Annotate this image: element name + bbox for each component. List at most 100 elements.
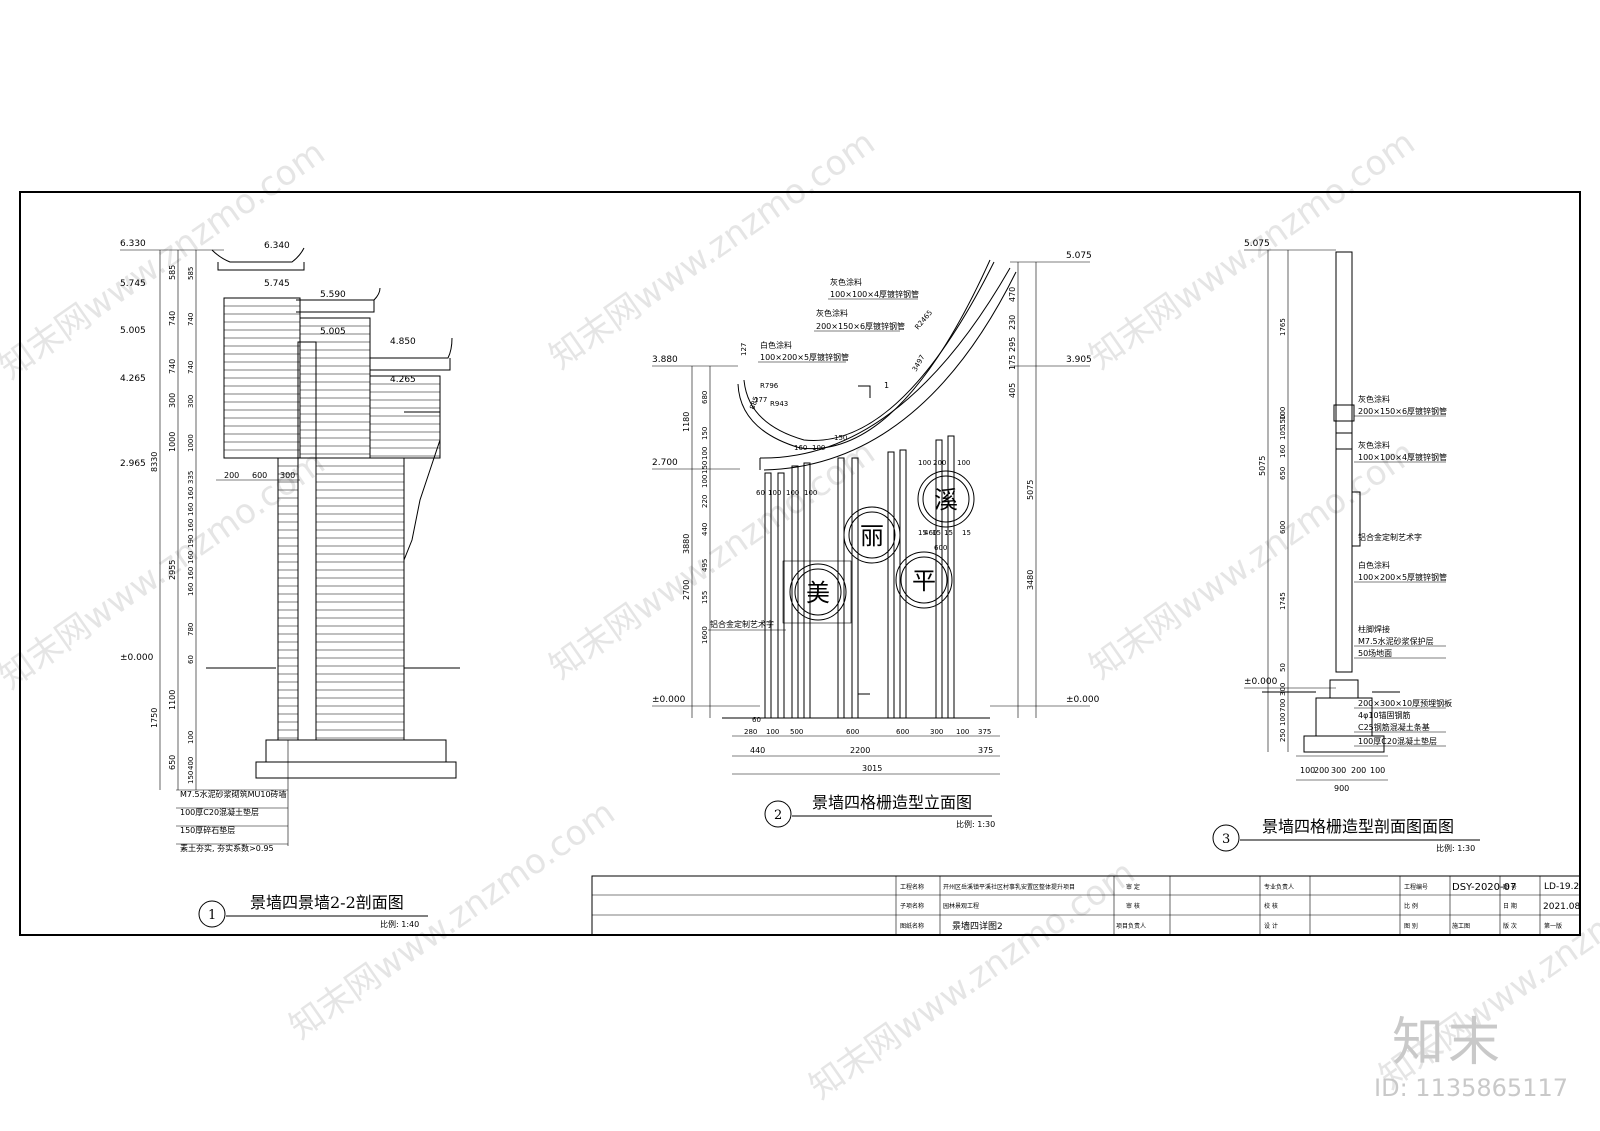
material-label: 灰色涂料	[1358, 394, 1390, 404]
radius-label: R2465	[913, 309, 934, 332]
tb-label: 审 核	[1126, 902, 1140, 910]
dim-label: 1765	[1279, 318, 1287, 336]
dim-label: 440	[701, 523, 709, 536]
material-label: 灰色涂料	[830, 277, 862, 287]
dim-label: 150	[701, 427, 709, 440]
steel-post	[1335, 251, 1353, 673]
dim-label: 15	[944, 529, 953, 537]
dim-label: 3015	[862, 764, 882, 773]
dim-label: 100	[1370, 766, 1385, 775]
concrete-pad	[1303, 735, 1385, 753]
dim-label: 220	[701, 495, 709, 508]
roof-cap-top	[211, 247, 305, 271]
dim-label: 335	[187, 471, 195, 484]
elevation-label: 6.330	[120, 239, 146, 249]
tb-label: 工程名称	[900, 883, 924, 891]
material-labels: 灰色涂料200×150×6厚镀锌钢管灰色涂料100×100×4厚镀锌钢管铝合金定…	[1354, 394, 1452, 747]
art-character: 平	[912, 567, 936, 595]
dim-label: 300	[930, 728, 943, 736]
radius-label: 177	[754, 396, 767, 404]
material-label: 100×200×5厚镀锌钢管	[1358, 572, 1447, 582]
dim-label: 100	[957, 459, 970, 467]
material-label: 4φ10锚固钢筋	[1358, 710, 1411, 720]
post-cap-2	[1335, 432, 1353, 450]
material-label: 白色涂料	[760, 340, 792, 350]
material-label: 100厚C20混凝土垫层	[1358, 736, 1437, 746]
drawing-number-circle	[764, 800, 792, 828]
construction-note: 100厚C20混凝土垫层	[180, 807, 259, 817]
tb-value: 景墙四详图2	[952, 920, 1003, 932]
dim-label: 100	[766, 728, 779, 736]
drawing-scale: 比例: 1:30	[1436, 843, 1475, 853]
dim-label: 1100	[168, 690, 177, 710]
dim-label: 1180	[682, 412, 691, 432]
dim-label: 15	[918, 529, 927, 537]
elevation-label: 5.075	[1244, 239, 1270, 249]
dim-label: 650	[168, 755, 177, 770]
art-character-panel	[782, 560, 852, 624]
elevation-label: 5.745	[264, 279, 290, 289]
dim-label: 160	[187, 503, 195, 516]
material-label: 200×150×6厚镀锌钢管	[816, 321, 905, 331]
dim-label: 100	[187, 731, 195, 744]
drawing-1-section: 6.330 5.745 5.005 4.265 2.965 ±0.000 6.3…	[120, 239, 460, 929]
dim-label: 100	[786, 489, 799, 497]
dim-label: 15	[962, 529, 971, 537]
material-label: C25钢筋混凝土条基	[1358, 722, 1430, 732]
section-number: 1	[884, 381, 889, 390]
dim-label: 1000	[187, 434, 195, 452]
grille-post	[947, 435, 955, 719]
embedded-plate	[1329, 679, 1359, 699]
drawing-title: 景墙四景墙2-2剖面图	[250, 893, 404, 912]
elevation-label: 3.880	[652, 355, 678, 365]
elevation-label: 4.265	[120, 374, 146, 384]
drawing-3-section: 5.075 ±0.000 5075 1765100150105160650600…	[1212, 239, 1480, 853]
dim-label: 470	[1008, 287, 1017, 302]
material-label: 铝合金定制艺术字	[710, 619, 774, 629]
elevation-label: ±0.000	[1244, 677, 1278, 687]
dim-label: 700	[1279, 699, 1287, 712]
section-mark	[857, 385, 871, 706]
elevation-label: 5.005	[320, 327, 346, 337]
dim-label: 160	[794, 444, 807, 452]
art-letter-plate	[1351, 491, 1361, 547]
watermark-text: 知末网www.znzmo.com	[542, 433, 882, 688]
dim-label: 155	[701, 591, 709, 604]
roof-arc-mid	[743, 261, 995, 441]
dim-label: 160	[187, 583, 195, 596]
dim-label: 15	[932, 529, 941, 537]
dim-label: 100	[1279, 407, 1287, 420]
art-character: 丽	[860, 522, 884, 550]
dim-label: 200	[224, 471, 239, 480]
dim-label: 50	[1279, 663, 1287, 672]
watermark-text: 知末网www.znzmo.com	[542, 123, 882, 378]
construction-note: 素土夯实, 夯实系数>0.95	[180, 843, 274, 853]
dim-label: 780	[187, 623, 195, 636]
tb-label: 设 计	[1264, 922, 1278, 930]
dim-label: 680	[701, 391, 709, 404]
dim-label: 2955	[168, 560, 177, 580]
dim-label: 100	[1279, 713, 1287, 726]
material-label: 50场地面	[1358, 648, 1392, 658]
post-cap-1	[1333, 404, 1355, 422]
elevation-label: 2.965	[120, 459, 146, 469]
drawing-number: 2	[774, 808, 782, 823]
material-label: M7.5水泥砂浆保护层	[1358, 636, 1434, 646]
dim-label: 150	[1279, 415, 1287, 428]
dim-label: 160	[187, 519, 195, 532]
material-label: 白色涂料	[1358, 560, 1390, 570]
dim-label: 1745	[1279, 592, 1287, 610]
inner-dimensions: 5857407403001000335160160160190160160160…	[187, 267, 195, 784]
material-label: 200×300×10厚预埋钢板	[1358, 698, 1452, 708]
material-label: 100×200×5厚镀锌钢管	[760, 352, 849, 362]
dim-label: 60	[756, 489, 765, 497]
elevation-label: 5.075	[1066, 251, 1092, 261]
elevation-label: ±0.000	[120, 653, 154, 663]
dim-label: 375	[978, 728, 991, 736]
dim-label: 100	[701, 447, 709, 460]
title-block: 工程名称 开州区岳溪镇平溪社区村事乳安置区整体提升项目 审 定 专业负责人 工程…	[591, 875, 1581, 936]
